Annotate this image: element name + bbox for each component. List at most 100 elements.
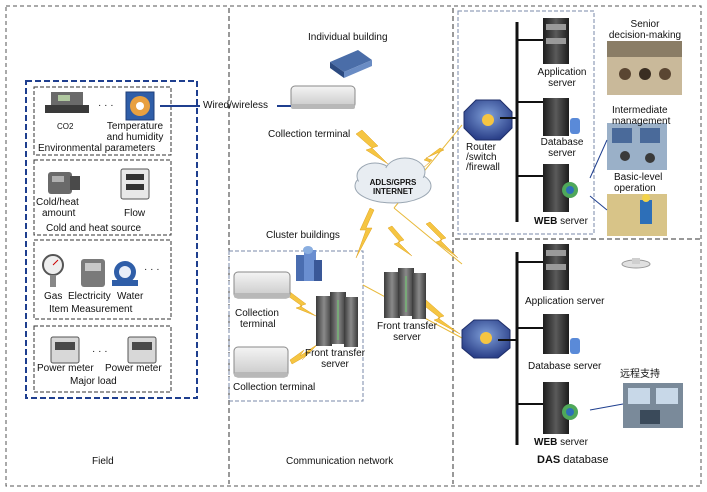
electricity-label: Electricity [68,291,111,302]
electricity-meter-icon [81,259,105,287]
web-server-top-bold: WEB [534,216,558,227]
temperature-label-line2: and humidity [106,132,164,143]
router-label-line2: /switch [466,152,497,163]
cluster-buildings-label: Cluster buildings [266,230,340,241]
application-server-icon-bottom [543,244,569,290]
collection-terminal-1-line2: terminal [240,319,276,330]
database-server-top-line2: server [548,148,576,159]
application-server-top-line1: Application [537,67,587,78]
photo-basic [607,194,667,236]
flow-meter-icon [120,168,150,200]
building-icon [330,50,372,78]
photo-links [589,139,624,411]
outer-frame [5,5,702,487]
field-box [25,80,198,399]
internet-cloud-icon [354,157,432,204]
major-load-box [33,325,172,393]
front-transfer-mid-line1: Front transfer [376,321,438,332]
application-server-top-line2: server [548,78,576,89]
flow-label: Flow [124,208,146,219]
router-icon-top [463,99,513,141]
web-server-icon-bottom [543,382,578,434]
photo-remote-support [623,383,683,428]
power-meter-label-1: Power meter [37,363,94,374]
environmental-title: Environmental parameters [38,143,156,154]
database-server-icon-top [543,98,580,136]
co2-label: CO2 [57,122,74,131]
database-server-icon-bottom [543,314,580,354]
web-server-top-label: WEB server [534,216,588,227]
cold-heat-amount-line1: Cold/heat [36,197,79,208]
power-meter-icon-2 [127,336,157,364]
temperature-label-line1: Temperature [106,121,164,132]
cold-heat-title: Cold and heat source [46,223,142,234]
front-transfer-server-icon-cluster [316,292,358,347]
database-server-top-line1: Database [540,137,584,148]
item-ellipsis: · · · [144,264,160,275]
senior-label-line1: Senior [630,19,660,30]
section-field: Field [92,456,114,467]
cloud-label-line2: INTERNET [373,187,413,196]
collection-terminal-1-line1: Collection [235,308,279,319]
das-bold: DAS [537,454,561,466]
cluster-box [228,250,364,402]
collection-terminal-icon-2 [233,346,289,378]
major-ellipsis: · · · [92,346,108,357]
gas-label: Gas [44,291,63,302]
web-server-icon-top [543,164,578,212]
intermediate-label-line2: management [612,116,671,127]
cloud-label-line1: ADLS/GPRS [369,178,417,187]
senior-label-line2: decision-making [608,30,682,41]
water-label: Water [117,291,144,302]
major-title: Major load [70,376,117,387]
das-rest: database [560,454,609,466]
front-transfer-server-icon-mid [384,268,426,319]
bolt-icon [355,129,389,165]
front-transfer-cluster-line2: server [321,359,349,370]
router-label-line3: /firewall [466,162,500,173]
web-server-bottom-bold: WEB [534,437,558,448]
front-transfer-mid-line2: server [393,332,421,343]
section-communication: Communication network [286,456,394,467]
co2-sensor-icon [45,92,89,113]
item-box [33,239,172,320]
item-title: Item Measurement [49,304,133,315]
bolt-icon [387,225,413,257]
basic-label-line1: Basic-level [614,172,663,183]
environmental-box [33,86,172,156]
das-database-label: DAS database [537,455,609,466]
router-icon-bottom [461,319,511,359]
individual-building-label: Individual building [308,32,388,43]
web-server-top-rest: server [557,216,588,227]
cold-heat-box [33,159,172,236]
front-transfer-cluster-line1: Front transfer [304,348,366,359]
temperature-humidity-icon [125,91,155,121]
backbone-links [498,39,545,405]
cold-heat-meter-icon [48,172,80,194]
bolt-icon [355,207,375,259]
remote-support-label: 远程支持 [620,369,660,380]
application-server-icon-top [543,18,569,64]
cold-heat-amount-line2: amount [42,208,76,219]
gas-gauge-icon [42,254,64,287]
database-server-bottom-label: Database server [528,361,602,372]
collection-terminal-2-label: Collection terminal [233,382,316,393]
top-right-box [457,10,595,235]
application-server-bottom-label: Application server [525,296,605,307]
power-meter-label-2: Power meter [105,363,162,374]
bolt-icon [287,291,317,317]
collection-terminal-icon-1 [233,271,291,299]
env-ellipsis: · · · [98,100,114,111]
collection-terminal-top-label: Collection terminal [268,129,351,140]
router-label-line1: Router [466,142,497,153]
bolt-icon [289,343,319,365]
web-server-bottom-label: WEB server [534,437,588,448]
bolt-icon [425,221,459,259]
collection-terminal-icon-top [290,85,356,109]
water-meter-icon [112,261,138,286]
web-server-bottom-rest: server [557,437,588,448]
disk-icon [621,258,651,269]
basic-label-line2: operation [614,183,656,194]
wired-wireless-label: Wired/wireless [203,100,269,111]
